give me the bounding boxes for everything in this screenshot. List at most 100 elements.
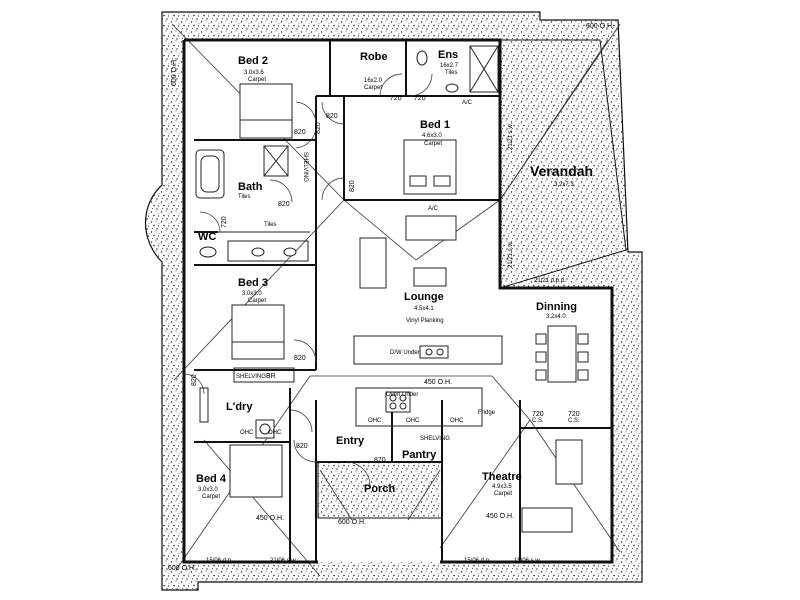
- cooktop-icon: [385, 391, 411, 413]
- svg-text:Tiles: Tiles: [445, 70, 457, 76]
- svg-text:Ens: Ens: [438, 49, 458, 61]
- svg-text:SHELVING: SHELVING: [236, 374, 266, 380]
- exterior-walls: [182, 38, 614, 564]
- svg-text:600 O.H.: 600 O.H.: [338, 519, 366, 526]
- svg-text:Vinyl Planking: Vinyl Planking: [406, 318, 444, 324]
- svg-text:D/W Under: D/W Under: [390, 350, 420, 356]
- svg-text:450 O.H.: 450 O.H.: [256, 515, 284, 522]
- svg-text:Oven Under: Oven Under: [386, 392, 418, 398]
- svg-text:Bed 4: Bed 4: [196, 473, 227, 485]
- svg-text:Lounge: Lounge: [404, 291, 444, 303]
- svg-text:Bed 2: Bed 2: [238, 55, 268, 67]
- room-lounge: Lounge 4.5x4.1 Vinyl Planking: [404, 291, 444, 324]
- laundry-appliance: [255, 419, 275, 439]
- svg-text:820: 820: [191, 374, 198, 386]
- bathtub-icon: [195, 149, 225, 199]
- room-bed3: Bed 3 3.0x3.0 Carpet: [238, 277, 268, 304]
- svg-text:Tiles: Tiles: [238, 194, 250, 200]
- svg-text:21/21 s.w.: 21/21 s.w.: [508, 241, 514, 268]
- svg-text:Carpet: Carpet: [364, 85, 382, 91]
- svg-text:OHC: OHC: [240, 430, 254, 436]
- room-bath: Bath Tiles: [238, 181, 263, 200]
- svg-text:820: 820: [278, 201, 290, 208]
- svg-text:3.2x7.3: 3.2x7.3: [554, 182, 574, 188]
- room-bed4: Bed 4 3.0x3.0 Carpet: [196, 473, 227, 500]
- svg-text:C.S.: C.S.: [532, 418, 544, 424]
- svg-text:Bed 3: Bed 3: [238, 277, 268, 289]
- svg-text:Carpet: Carpet: [202, 494, 220, 500]
- svg-text:Carpet: Carpet: [248, 298, 266, 304]
- svg-text:870: 870: [374, 457, 386, 464]
- svg-text:820: 820: [326, 113, 338, 120]
- svg-text:Carpet: Carpet: [494, 491, 512, 497]
- svg-text:3.2x4.0: 3.2x4.0: [546, 314, 566, 320]
- svg-text:Bath: Bath: [238, 181, 263, 193]
- svg-text:Carpet: Carpet: [248, 77, 266, 83]
- svg-text:450 O.H.: 450 O.H.: [486, 513, 514, 520]
- svg-text:SHELVING: SHELVING: [302, 152, 308, 182]
- ensuite-shower-icon: [469, 45, 499, 93]
- svg-text:Porch: Porch: [364, 483, 395, 495]
- svg-text:Fridge: Fridge: [478, 410, 496, 416]
- svg-text:OHC: OHC: [368, 418, 382, 424]
- door-swings: [183, 73, 433, 487]
- svg-text:720: 720: [390, 95, 402, 102]
- svg-text:820: 820: [294, 129, 306, 136]
- svg-text:4.5x4.1: 4.5x4.1: [414, 306, 434, 312]
- svg-text:BR: BR: [266, 373, 276, 380]
- sink-icon: [419, 345, 449, 359]
- svg-text:OHC: OHC: [450, 418, 464, 424]
- bed-1-furniture: [403, 139, 457, 195]
- svg-text:Theatre: Theatre: [482, 471, 522, 483]
- room-ens: Ens 16x2.7 Tiles: [438, 49, 459, 76]
- svg-text:3.0x3.0: 3.0x3.0: [198, 487, 218, 493]
- svg-text:Pantry: Pantry: [402, 449, 437, 461]
- svg-text:600 O.H.: 600 O.H.: [586, 23, 614, 30]
- svg-text:Verandah: Verandah: [530, 163, 593, 179]
- svg-text:820: 820: [315, 122, 322, 134]
- svg-text:600 O.H.: 600 O.H.: [168, 565, 196, 572]
- svg-text:A/C: A/C: [428, 206, 439, 212]
- svg-text:21/21 s.w.: 21/21 s.w.: [508, 123, 514, 150]
- svg-text:A/C: A/C: [462, 100, 473, 106]
- svg-text:820: 820: [349, 180, 356, 192]
- svg-text:OHC: OHC: [268, 430, 282, 436]
- svg-text:720: 720: [532, 411, 544, 418]
- svg-text:WC: WC: [198, 231, 216, 243]
- svg-text:Entry: Entry: [336, 435, 365, 447]
- room-ldry: L'dry: [226, 401, 253, 413]
- room-theatre: Theatre 4.9x3.5 Carpet: [482, 471, 522, 497]
- svg-text:820: 820: [294, 355, 306, 362]
- svg-text:4.6x3.0: 4.6x3.0: [422, 133, 442, 139]
- bed-2-furniture: [239, 83, 293, 139]
- svg-text:Robe: Robe: [360, 51, 388, 63]
- svg-text:16x2.0: 16x2.0: [364, 78, 383, 84]
- svg-text:Carpet: Carpet: [424, 141, 442, 147]
- basin-icon: [251, 83, 459, 257]
- toilet-icon: [199, 50, 428, 258]
- svg-text:3.0x3.0: 3.0x3.0: [242, 291, 262, 297]
- shower-icon: [263, 145, 289, 177]
- svg-text:720: 720: [414, 95, 426, 102]
- svg-text:16x2.7: 16x2.7: [440, 63, 459, 69]
- svg-text:4.9x3.5: 4.9x3.5: [492, 484, 512, 490]
- dining-table: [535, 325, 589, 383]
- bed-4-furniture: [229, 444, 283, 498]
- svg-text:15/06 d.p.: 15/06 d.p.: [206, 558, 233, 564]
- svg-text:3.0x3.6: 3.0x3.6: [244, 70, 264, 76]
- room-verandah: Verandah 3.2x7.3: [530, 163, 593, 188]
- room-bed1: Bed 1 4.6x3.0 Carpet: [420, 119, 450, 147]
- svg-text:Bed 1: Bed 1: [420, 119, 450, 131]
- svg-text:15/06 d.p.: 15/06 d.p.: [464, 558, 491, 564]
- room-bed2: Bed 2 3.0x3.6 Carpet: [238, 55, 268, 83]
- svg-text:820: 820: [296, 443, 308, 450]
- svg-text:21/21 d.p.d.: 21/21 d.p.d.: [534, 278, 566, 284]
- lounge-sofa: [359, 215, 457, 289]
- svg-text:720: 720: [221, 216, 228, 228]
- room-porch: Porch: [364, 483, 395, 495]
- room-entry: Entry: [336, 435, 365, 447]
- svg-text:Dinning: Dinning: [536, 301, 577, 313]
- room-robe: Robe 16x2.0 Carpet: [360, 51, 388, 91]
- fixture-labels: Tiles SHELVING SHELVING SHELVING BR A/C …: [236, 100, 580, 442]
- bed-3-furniture: [231, 304, 285, 360]
